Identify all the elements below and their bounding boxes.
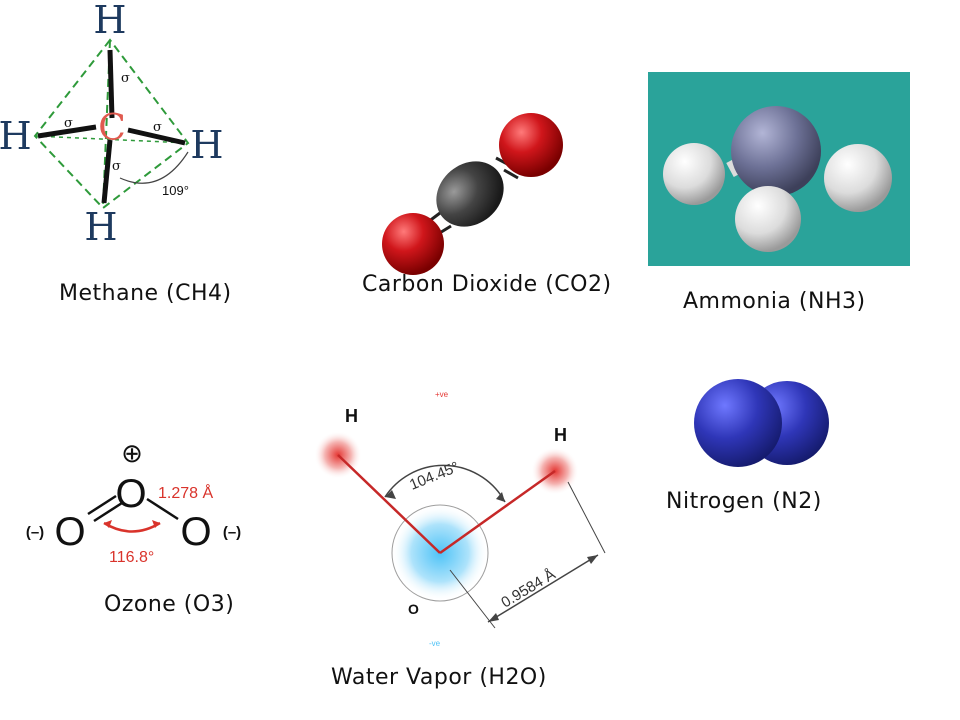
ch-bond	[37, 124, 97, 139]
bond-length-label: 1.278 Å	[158, 483, 213, 502]
extension-line	[567, 481, 606, 554]
negative-charge-label: (–)	[26, 524, 44, 541]
atom-label-c: C	[98, 108, 126, 149]
carbon-dioxide-model	[382, 113, 563, 275]
tetrahedron-edge	[34, 135, 189, 144]
oo-bond	[87, 494, 117, 516]
ch-bond	[127, 127, 186, 146]
caption-methane: Methane (CH4)	[59, 281, 232, 306]
atom-label-o: O	[180, 510, 211, 554]
atom-label-h: H	[0, 114, 32, 158]
bond-length-label: 0.9584 Å	[498, 566, 558, 612]
oo-bond	[93, 501, 123, 523]
atom-label-o: O	[54, 510, 85, 554]
oxygen-atom	[382, 213, 444, 275]
ammonia-model	[648, 72, 910, 266]
oh-bond	[337, 454, 441, 554]
methane-structure: H H H H C σ σ σ σ 109°	[0, 0, 224, 249]
atom-label-h: H	[554, 425, 567, 445]
negative-pole-label: -ve	[429, 639, 441, 648]
sigma-label: σ	[153, 120, 162, 135]
oo-bond	[146, 497, 179, 521]
hydrogen-atom	[663, 143, 725, 205]
atom-label-o: O	[115, 472, 146, 516]
caption-nitrogen: Nitrogen (N2)	[666, 489, 822, 514]
carbon-atom	[436, 161, 504, 227]
hydrogen-atom	[735, 186, 801, 252]
caption-carbon-dioxide: Carbon Dioxide (CO2)	[362, 272, 612, 297]
sigma-label: σ	[121, 71, 130, 86]
ch-bond	[107, 49, 115, 119]
extension-line	[449, 569, 496, 629]
hydrogen-atom	[824, 144, 892, 212]
atom-label-o: O	[408, 601, 419, 617]
sigma-label: σ	[64, 116, 73, 131]
caption-ammonia: Ammonia (NH3)	[683, 289, 866, 314]
negative-charge-label: (–)	[223, 524, 241, 541]
ozone-structure: ⊕ O O O 1.278 Å 116.8° (–) (–)	[26, 438, 241, 566]
bond-angle-arc	[384, 464, 506, 503]
positive-charge-icon: ⊕	[121, 438, 143, 468]
atom-label-h: H	[93, 0, 126, 42]
bond-angle-label: 116.8°	[109, 549, 154, 566]
water-structure: H H O +ve -ve 104.45° 0.9584 Å	[314, 390, 606, 648]
positive-pole-label: +ve	[435, 390, 449, 399]
sigma-label: σ	[112, 159, 121, 174]
oh-bond	[439, 469, 556, 555]
angle-label: 109°	[162, 183, 189, 198]
nitrogen-model	[694, 379, 829, 467]
angle-arc	[119, 151, 189, 184]
atom-label-h: H	[190, 123, 223, 167]
ch-bond	[101, 139, 113, 204]
atom-label-h: H	[345, 406, 358, 426]
caption-water: Water Vapor (H2O)	[331, 665, 547, 690]
nitrogen-atom	[731, 106, 821, 196]
bond-angle-label: 104.45°	[407, 459, 461, 494]
atom-label-h: H	[84, 205, 117, 249]
nitrogen-atom	[694, 379, 782, 467]
tetrahedron-cage	[33, 38, 190, 210]
caption-ozone: Ozone (O3)	[104, 592, 235, 617]
oxygen-atom	[499, 113, 563, 177]
dimension-line	[487, 554, 599, 623]
bond-angle-arc	[103, 521, 161, 533]
